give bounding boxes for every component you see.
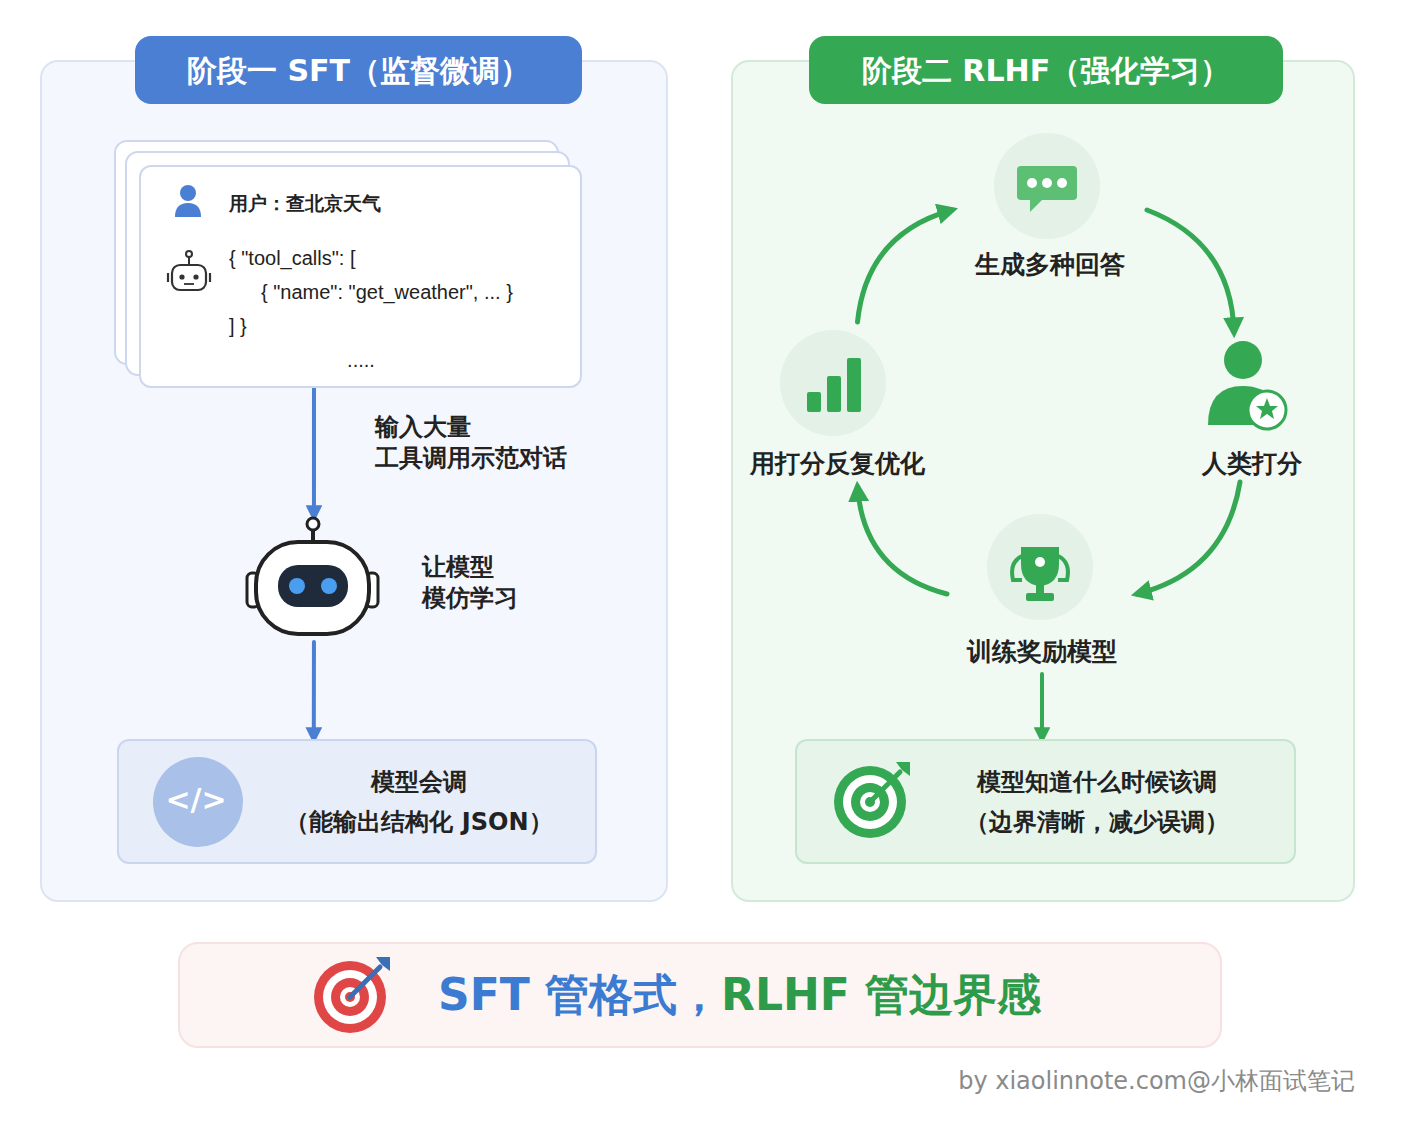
text-holder: 阶段二 RLHF（强化学习）	[809, 36, 1283, 104]
node-text: ] }	[229, 313, 247, 339]
cycle-step: 用打分反复优化	[742, 322, 935, 487]
node-text: 阶段二 RLHF（强化学习）	[809, 36, 1283, 104]
node-text: 人类打分	[1202, 448, 1302, 481]
text-holder: 模型会调	[259, 767, 579, 798]
text-holder: （边界清晰，减少误调）	[917, 807, 1277, 838]
text-holder: （能输出结构化 JSON）	[259, 807, 579, 838]
cycle-step: 生成多种回答	[952, 135, 1147, 285]
node-illustration	[795, 739, 1296, 864]
summary-banner: SFT 管格式，RLHF 管边界感	[178, 942, 1222, 1048]
node-text: （能输出结构化 JSON）	[285, 807, 552, 838]
node-text: 生成多种回答	[975, 249, 1125, 282]
flow-arrow	[312, 642, 316, 739]
flow-arrow	[1040, 674, 1044, 739]
text-holder: .....	[331, 347, 391, 373]
text-holder: ] }	[229, 313, 329, 339]
node-text: SFT 管格式，	[438, 966, 721, 1023]
result-box: 模型知道什么时候该调 （边界清晰，减少误调）	[795, 739, 1296, 864]
text-holder: 让模型 模仿学习	[422, 552, 532, 614]
text-holder: 生成多种回答	[952, 249, 1147, 282]
text-holder: 人类打分	[1192, 448, 1312, 481]
node-text: 用打分反复优化	[750, 448, 925, 481]
flow-arrow	[1137, 482, 1240, 594]
robot-model: 让模型 模仿学习	[247, 517, 382, 642]
node-illustration	[245, 515, 380, 640]
flow-arrow	[858, 487, 948, 594]
example-card: 用户：查北京天气 { "tool_calls": [ { "name": "get_…	[139, 165, 582, 388]
node-text: 模型知道什么时候该调	[977, 767, 1217, 798]
stage-panel: 阶段二 RLHF（强化学习）生成多种回答人类打分训练奖励模型用打分反复优化模型知…	[731, 60, 1355, 902]
text-holder: SFT 管格式，RLHF 管边界感	[438, 966, 1198, 1023]
node-text: 阶段一 SFT（监督微调）	[135, 36, 582, 104]
text-holder: 用打分反复优化	[742, 448, 932, 481]
flow-arrow	[1147, 210, 1234, 332]
text-holder: 用户：查北京天气	[229, 191, 529, 216]
node-text: （边界清晰，减少误调）	[965, 807, 1229, 838]
node-text: 模型会调	[371, 767, 467, 798]
stage-panel: 阶段一 SFT（监督微调）用户：查北京天气{ "tool_calls": [{ …	[40, 60, 668, 902]
text-holder: 训练奖励模型	[947, 636, 1137, 669]
node-text: 让模型 模仿学习	[422, 552, 532, 614]
node-text: 用户：查北京天气	[229, 191, 381, 216]
text-holder: { "name": "get_weather", ... }	[261, 279, 579, 305]
text-holder: 阶段一 SFT（监督微调）	[135, 36, 582, 104]
flow-arrow	[312, 388, 316, 517]
node-text: 训练奖励模型	[967, 636, 1117, 669]
annotation-label: by xiaolinnote.com@小林面试笔记	[860, 1066, 1355, 1097]
node-text: { "tool_calls": [	[229, 245, 355, 271]
node-text: .....	[347, 347, 375, 373]
text-holder: { "tool_calls": [	[229, 245, 559, 271]
node-text: { "name": "get_weather", ... }	[261, 279, 513, 305]
text-holder: 模型知道什么时候该调	[917, 767, 1277, 798]
edge-label: 输入大量 工具调用示范对话	[375, 412, 575, 474]
annotation-label: </>	[151, 780, 241, 819]
cycle-step: 训练奖励模型	[947, 514, 1137, 674]
flow-arrow	[858, 210, 953, 322]
node-text: RLHF 管边界感	[721, 966, 1041, 1023]
cycle-step: 人类打分	[1192, 332, 1312, 482]
